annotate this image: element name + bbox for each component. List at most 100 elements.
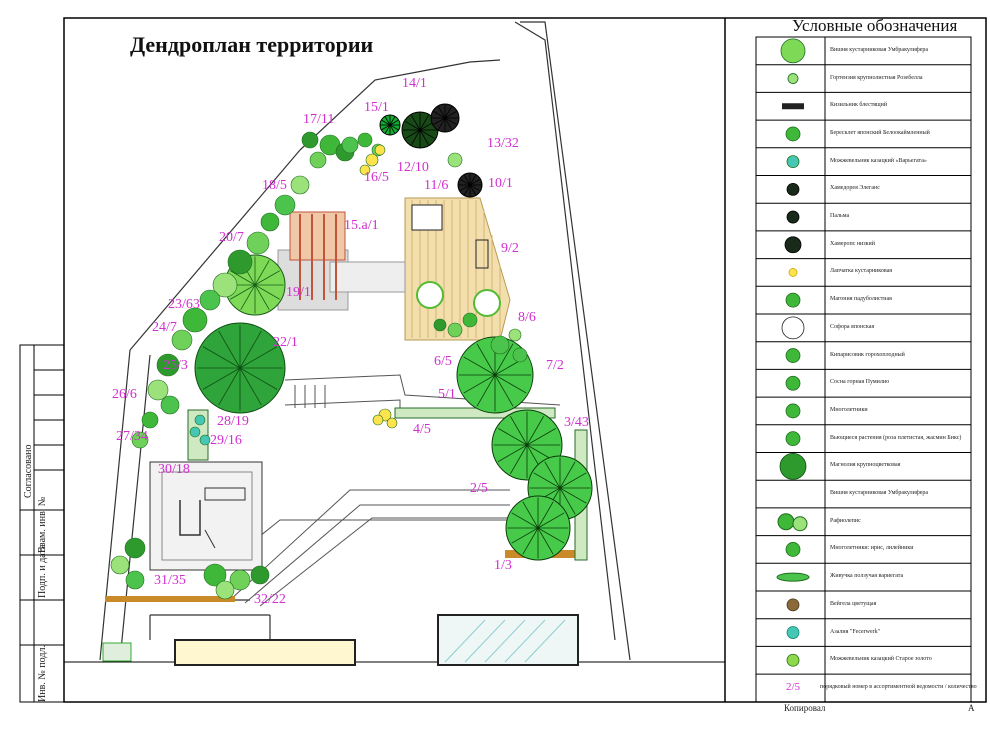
plant-label: 20/7	[219, 230, 244, 245]
legend-item-text: Можжевельник казацкий «Варьегата»	[830, 157, 927, 164]
legend-item-text: Вьющиеся растения (роза плетистая, жасми…	[830, 434, 962, 441]
legend-icon	[785, 126, 801, 142]
legend-icon	[785, 431, 801, 447]
tree-crown	[505, 495, 571, 561]
shrub	[215, 580, 235, 600]
plant-label: 19/1	[286, 285, 311, 300]
tree-crown	[401, 111, 439, 149]
legend-item-text: Многолетники	[830, 406, 868, 413]
plant-label: 23/63	[168, 297, 200, 312]
legend-icon	[776, 572, 810, 582]
shrub	[125, 570, 145, 590]
legend-item-text: Пальма	[830, 213, 850, 220]
shrub	[199, 289, 221, 311]
plant-label: 1/3	[494, 558, 512, 573]
shrub	[147, 379, 169, 401]
shrub	[512, 347, 528, 363]
shrub	[171, 329, 193, 351]
legend-item-text: Хамедорея Элеганс	[830, 185, 880, 192]
legend-icon	[788, 268, 798, 277]
shrub	[447, 152, 463, 168]
legend-icon	[786, 210, 800, 224]
shrub	[203, 563, 227, 587]
shrub	[194, 414, 206, 426]
legend-icon	[786, 182, 800, 196]
shrub	[124, 537, 146, 559]
shrub	[212, 272, 238, 298]
buildings	[102, 550, 579, 666]
plant-label: 18/5	[262, 178, 287, 193]
playground	[149, 461, 263, 571]
plant-label: 17/11	[303, 112, 335, 127]
legend-item-text: Рафиолепис	[830, 517, 861, 524]
shrub	[357, 132, 373, 148]
pergola-area	[277, 211, 406, 311]
shrub	[189, 426, 201, 438]
legend-item-text: Магнолия крупноцветковая	[830, 462, 901, 469]
shrub	[386, 417, 398, 429]
plants	[110, 103, 593, 600]
shrub	[365, 153, 379, 167]
legend-icon	[780, 38, 806, 64]
plant-label: 22/1	[273, 335, 298, 350]
legend-icon	[785, 348, 801, 363]
plant-label: 15/1	[364, 100, 389, 115]
plant-label: 14/1	[402, 76, 427, 91]
plant-label: 25/3	[163, 358, 188, 373]
legend-item-code: 2/5	[786, 680, 801, 693]
plant-label: 4/5	[413, 422, 431, 437]
plant-label: 27/34	[116, 429, 148, 444]
shrub	[160, 395, 180, 415]
legend-icon	[782, 103, 804, 110]
legend-item-text: Магония падуболистная	[830, 296, 892, 303]
shrub	[301, 131, 319, 149]
legend-icon	[786, 626, 800, 639]
plant-label: 8/6	[518, 310, 536, 325]
legend-item-text: Вишня кустарниковая Умбракулифера	[830, 46, 929, 53]
shrub	[229, 569, 251, 591]
plant-label: 3/43	[564, 415, 589, 430]
tree-crown	[379, 114, 401, 136]
shrub	[199, 434, 211, 446]
shrub	[372, 414, 384, 426]
shrub	[508, 328, 522, 342]
tree-crown	[457, 172, 483, 198]
plant-label: 6/5	[434, 354, 452, 369]
shrub	[227, 249, 253, 275]
side-stamp	[19, 344, 65, 703]
plant-label: 29/16	[210, 433, 242, 448]
plant-label: 24/7	[152, 320, 177, 335]
legend-item-text: Софора японская	[830, 323, 875, 330]
shrub	[341, 136, 359, 154]
legend-item-text: Можжевельник казацкий Старое золото	[830, 656, 932, 663]
legend-icon	[781, 316, 805, 340]
plant-label: 7/2	[546, 358, 564, 373]
legend-icon	[785, 542, 801, 557]
page-title: Дендроплан территории	[130, 32, 374, 57]
shrub	[447, 322, 463, 338]
plant-label: 26/6	[112, 387, 137, 402]
shrub	[462, 312, 478, 328]
plant-label: 31/35	[154, 573, 186, 588]
wooden-deck	[404, 197, 511, 341]
legend-item-text: Бересклет японский Белоокаймленный	[830, 129, 930, 136]
legend-icon	[786, 155, 800, 169]
legend-icon	[777, 513, 808, 532]
stamp-podp: Подп. и дата	[37, 544, 48, 598]
shrub	[141, 411, 159, 429]
plant-label: 30/18	[158, 462, 190, 477]
legend-item-text: Лапчатка кустарниковая	[830, 268, 893, 275]
shrub	[290, 175, 310, 195]
tree-crown	[430, 103, 460, 133]
plant-label: 16/5	[364, 170, 389, 185]
shrub	[309, 151, 327, 169]
plant-label: 13/32	[487, 136, 519, 151]
plant-label: 5/1	[438, 387, 456, 402]
shrub	[131, 431, 149, 449]
legend-item-text: Живучка ползучая вариегата	[830, 573, 904, 580]
plant-label: 12/10	[397, 160, 429, 175]
legend-item-text: Многолетники: ирис, лилейники	[830, 545, 914, 552]
legend-icon	[785, 375, 801, 391]
legend-icon	[786, 598, 800, 612]
